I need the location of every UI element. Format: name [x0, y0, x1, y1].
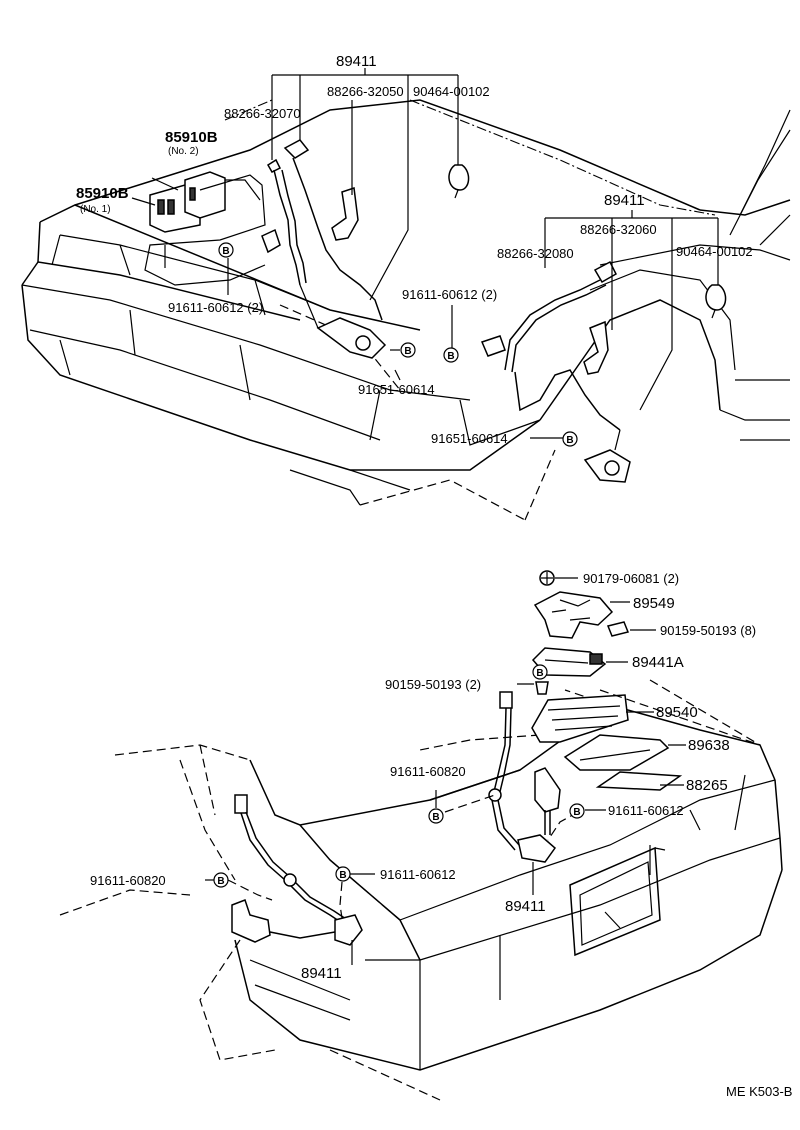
label-91651-60614-b: 91651-60614 [431, 431, 508, 446]
label-88266-32070: 88266-32070 [224, 106, 301, 121]
svg-text:B: B [573, 807, 580, 818]
label-90464-00102-right: 90464-00102 [676, 244, 753, 259]
svg-text:B: B [536, 668, 543, 679]
label-91611-60612-rear-right: 91611-60612 [608, 803, 684, 818]
diagram-code: ME K503-B [726, 1084, 792, 1099]
rear-labels: 90179-06081 (2) 89549 90159-50193 (8) 89… [90, 571, 756, 982]
label-89411-front: 89411 [336, 53, 377, 70]
bolt-marker: B [213, 872, 229, 888]
svg-text:B: B [339, 870, 346, 881]
label-89549: 89549 [633, 595, 675, 612]
label-88266-32050: 88266-32050 [327, 84, 404, 99]
label-88266-32080: 88266-32080 [497, 246, 574, 261]
label-91611-60820-right: 91611-60820 [390, 764, 466, 779]
label-88265: 88265 [686, 777, 728, 794]
bolt-marker: B [562, 431, 578, 447]
bolt-marker: B [335, 866, 351, 882]
bolt-marker: B [569, 803, 585, 819]
bolt-marker: B [532, 664, 548, 680]
label-89441a: 89441A [632, 654, 684, 671]
rear-leader-lines [205, 577, 761, 965]
bolt-marker: B [218, 242, 234, 258]
rear-left-sensor-harness [231, 794, 363, 946]
rear-ecu-assembly [531, 570, 683, 791]
label-90464-00102-front: 90464-00102 [413, 84, 490, 99]
svg-text:B: B [447, 351, 454, 362]
label-91611-60820-left: 91611-60820 [90, 873, 166, 888]
label-91651-60614-a: 91651-60614 [358, 382, 435, 397]
bolt-marker: B [443, 347, 459, 363]
label-85910b-no1: 85910B [76, 185, 129, 202]
bolt-marker: B [400, 342, 416, 358]
svg-text:B: B [222, 246, 229, 257]
label-90159-50193-8: 90159-50193 (8) [660, 623, 756, 638]
label-88266-32060: 88266-32060 [580, 222, 657, 237]
label-90159-50193-2: 90159-50193 (2) [385, 677, 481, 692]
front-car-body [21, 99, 791, 521]
label-89638: 89638 [688, 737, 730, 754]
front-leader-lines [131, 68, 719, 439]
label-89540: 89540 [656, 704, 698, 721]
svg-text:B: B [566, 435, 573, 446]
label-89411-rear-left: 89411 [301, 965, 342, 982]
label-90179-06081: 90179-06081 (2) [583, 571, 679, 586]
label-85910b-no2: 85910B [165, 129, 218, 146]
front-clamps [448, 164, 727, 319]
label-91611-60612-left: 91611-60612 (2) [168, 300, 263, 315]
rear-bolt-markers: B B B B B [213, 664, 585, 888]
front-right-sensor-harness [480, 260, 631, 483]
label-89411-rear-right: 89411 [505, 898, 546, 915]
label-91611-60612-right: 91611-60612 (2) [402, 287, 497, 302]
svg-text:B: B [404, 346, 411, 357]
bolt-marker: B [428, 808, 444, 824]
front-bolt-markers: B B B B [218, 242, 578, 447]
svg-text:B: B [432, 812, 439, 823]
relay-assembly [144, 171, 266, 286]
rear-right-sensor-harness [488, 691, 561, 863]
label-no1: (No. 1) [80, 204, 111, 215]
front-left-sensor-harness [261, 139, 387, 359]
label-89411-right: 89411 [604, 192, 645, 209]
svg-text:B: B [217, 876, 224, 887]
label-91611-60612-rear-left: 91611-60612 [380, 867, 456, 882]
rear-car-body [59, 679, 783, 1101]
label-no2: (No. 2) [168, 146, 199, 157]
front-labels: 89411 88266-32050 90464-00102 88266-3207… [76, 53, 753, 446]
